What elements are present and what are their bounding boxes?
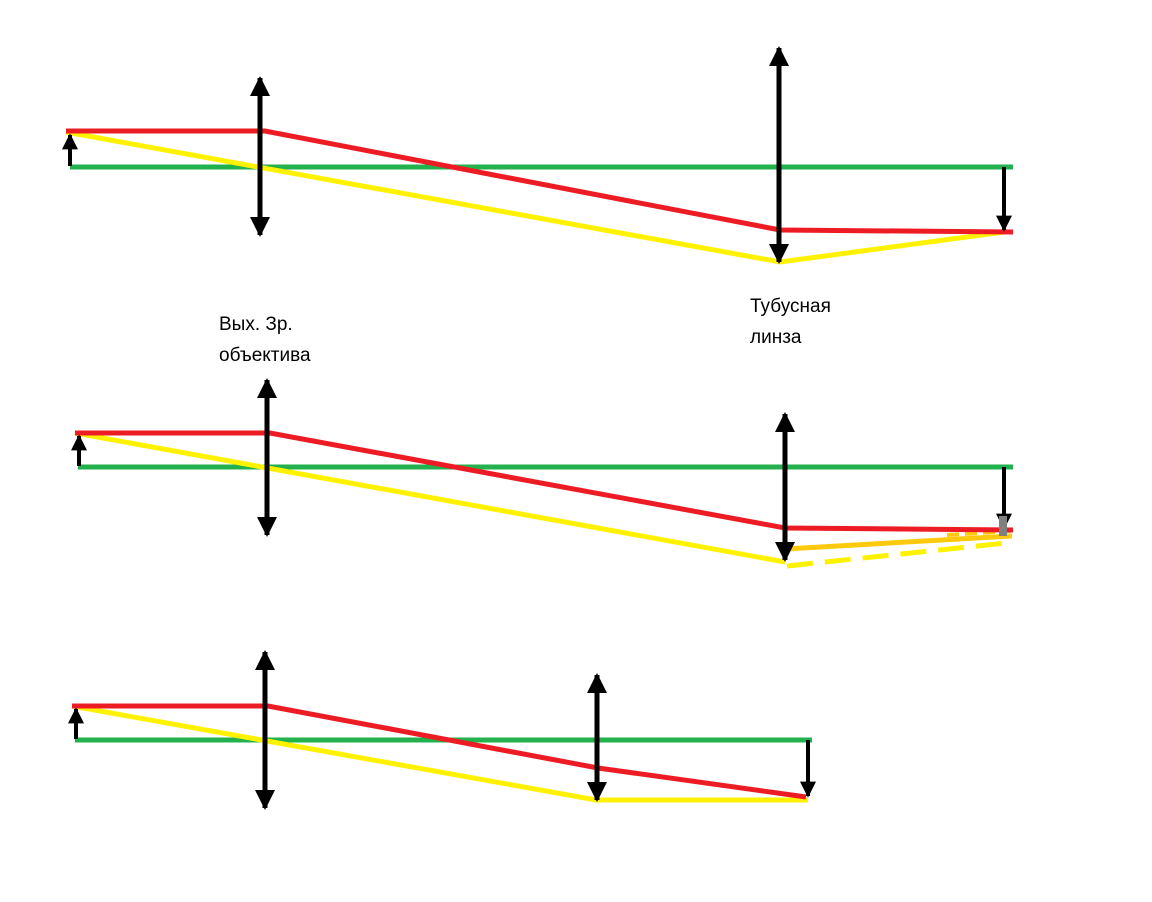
chief-ray	[72, 703, 807, 800]
marginal-ray	[65, 129, 1005, 265]
shifted-marginal-ray-dashed	[946, 529, 1011, 537]
chief-ray	[66, 128, 1014, 235]
marginal-ray	[74, 430, 786, 565]
shifted-marginal-ray	[784, 533, 1013, 552]
marginal-ray	[71, 703, 808, 803]
diagram-2	[71, 378, 1014, 569]
chief-ray	[75, 430, 1014, 533]
objective-exit-pupil-label: Вых. Зр. объектива	[219, 314, 311, 366]
image-marker	[999, 516, 1007, 536]
diagram-3	[68, 650, 816, 810]
diagram-1	[62, 46, 1014, 265]
tube-lens-label: Тубусная линза	[750, 296, 831, 348]
